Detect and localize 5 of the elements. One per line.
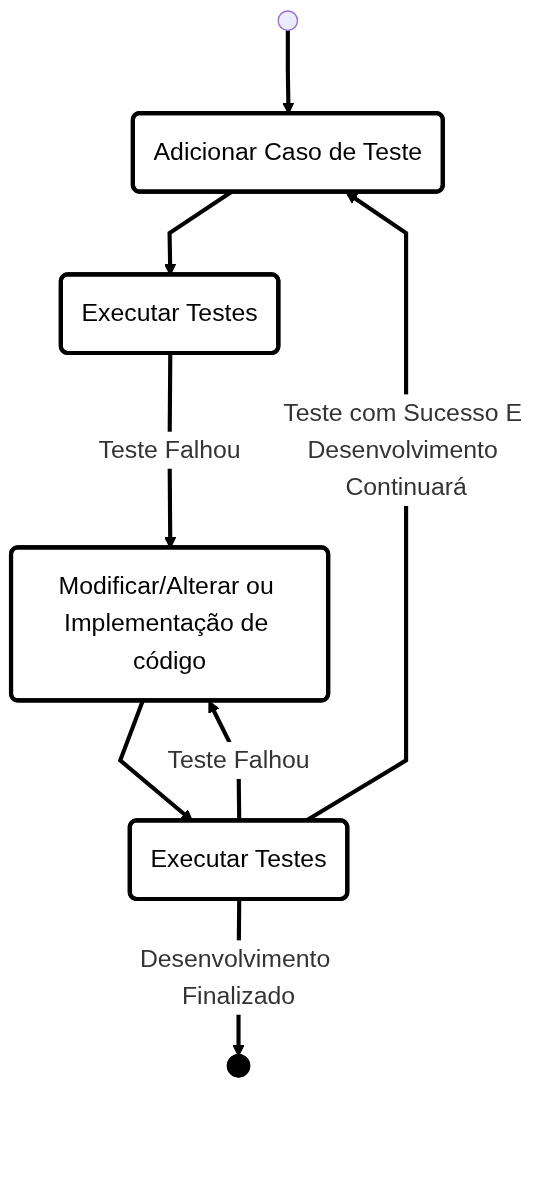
edge-label: Teste Falhou <box>98 435 241 464</box>
edge-label: Desenvolvimento Finalizado <box>139 944 331 1010</box>
edge-label: Teste com Sucesso E Desenvolvimento Continuará <box>283 398 522 501</box>
node-circle <box>277 10 299 31</box>
edge-label: Teste Falhou <box>167 745 310 774</box>
